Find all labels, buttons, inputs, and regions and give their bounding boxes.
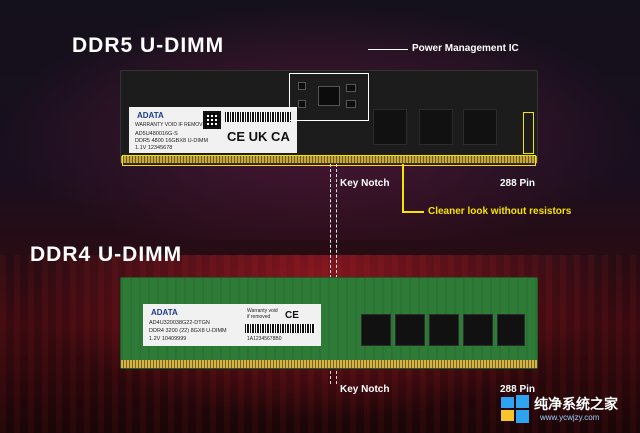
cleaner-leader-vertical — [402, 164, 404, 212]
ddr5-part-number: AD5U480016G-S — [135, 131, 178, 137]
ddr5-edge-highlight — [523, 112, 534, 154]
key-notch-alignment-left — [330, 164, 331, 384]
ddr4-memory-chip — [429, 314, 459, 346]
key-notch-alignment-right — [336, 164, 337, 384]
ddr4-barcode — [245, 324, 315, 333]
ddr5-warranty: WARRANTY VOID IF REMOVED — [135, 122, 210, 128]
ddr5-barcode — [225, 112, 291, 122]
ddr5-memory-chip — [463, 109, 497, 145]
windows-logo-icon — [501, 395, 529, 423]
pmic-leader-line — [368, 49, 408, 50]
pmic-chip — [318, 86, 340, 106]
ddr4-brand: ADATA — [151, 308, 178, 317]
watermark-name: 纯净系统之家 — [534, 396, 618, 412]
ddr4-serial: 1A12345678B0 — [247, 336, 282, 342]
ddr4-memory-chip — [497, 314, 525, 346]
ddr5-memory-chip — [419, 109, 453, 145]
ddr5-spec: DDR5 4800 16GBX8 U-DIMM — [135, 138, 209, 144]
ddr4-pin-count-label: 288 Pin — [500, 384, 536, 395]
ddr4-voltage: 1.2V 10409999 — [149, 336, 187, 342]
ddr4-label-sticker: ADATA AD4U320038G22-DTGN DDR4 3200 (22) … — [143, 304, 321, 346]
ddr5-pins-highlight — [122, 155, 536, 166]
ddr5-title: DDR5 U-DIMM — [72, 34, 225, 57]
ddr4-memory-chip — [463, 314, 493, 346]
pmic-highlight-box — [289, 73, 369, 121]
ddr4-module: ADATA AD4U320038G22-DTGN DDR4 3200 (22) … — [120, 277, 538, 369]
ddr4-title: DDR4 U-DIMM — [30, 243, 183, 266]
ddr4-memory-chip — [395, 314, 425, 346]
ddr5-memory-chip — [373, 109, 407, 145]
watermark-url: www.ycwjzy.com — [540, 413, 600, 422]
ddr5-label-sticker: ADATA WARRANTY VOID IF REMOVED AD5U48001… — [129, 107, 297, 153]
ddr4-key-notch-label: Key Notch — [340, 384, 390, 395]
ddr5-qr-code — [203, 111, 221, 129]
ddr5-pin-count-label: 288 Pin — [500, 178, 536, 189]
ddr5-brand: ADATA — [137, 111, 164, 120]
cleaner-leader-horizontal — [402, 211, 424, 213]
ddr5-voltage: 1.1V 12345678 — [135, 145, 173, 151]
ddr4-part-number: AD4U320038G22-DTGN — [149, 320, 210, 326]
ddr4-memory-chip — [361, 314, 391, 346]
ddr5-gold-pins — [121, 156, 537, 163]
ddr4-spec: DDR4 3200 (22) 8GX8 U-DIMM — [149, 328, 227, 334]
ddr4-cert-marks: CE — [285, 310, 299, 321]
pmic-callout: Power Management IC — [412, 43, 519, 54]
ddr5-key-notch-label: Key Notch — [340, 178, 390, 189]
site-watermark: 纯净系统之家 www.ycwjzy.com — [500, 392, 636, 428]
cleaner-callout: Cleaner look without resistors — [428, 206, 572, 217]
ddr5-module: ADATA WARRANTY VOID IF REMOVED AD5U48001… — [120, 70, 538, 164]
ddr4-gold-pins — [121, 360, 537, 368]
ddr5-cert-marks: CE UK CA — [227, 129, 290, 144]
ddr4-warranty: Warranty void if removed — [247, 308, 278, 320]
